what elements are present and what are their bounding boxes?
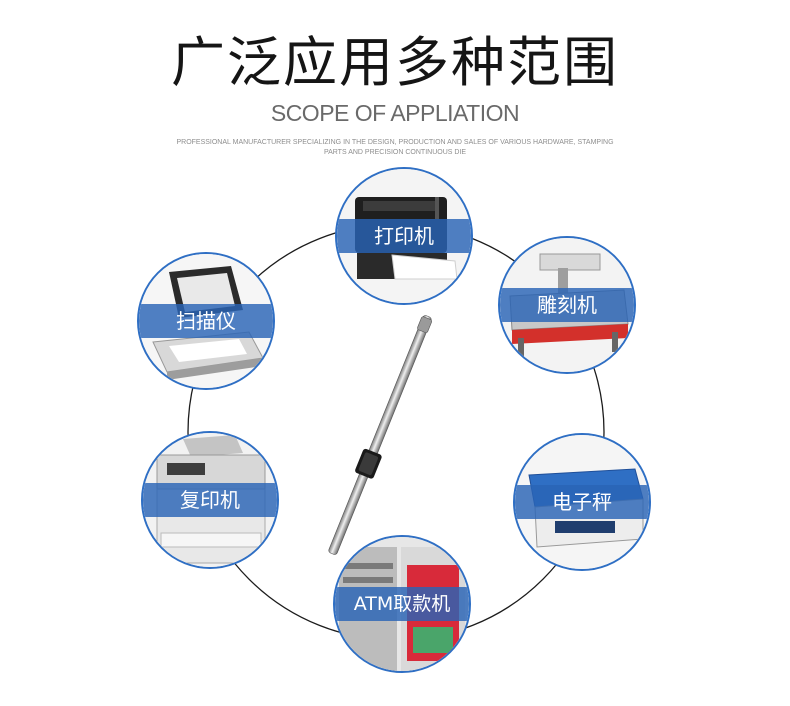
application-label: 复印机 (143, 483, 277, 517)
application-scanner[interactable]: 扫描仪 (137, 252, 275, 390)
application-label: 雕刻机 (500, 288, 634, 322)
application-label: ATM取款机 (335, 587, 469, 621)
application-label: 电子秤 (515, 485, 649, 519)
application-copier[interactable]: 复印机 (141, 431, 279, 569)
page-description: PROFESSIONAL MANUFACTURER SPECIALIZING I… (176, 139, 614, 156)
application-engraving-machine[interactable]: 雕刻机 (498, 236, 636, 374)
application-printer[interactable]: 打印机 (335, 167, 473, 305)
application-atm[interactable]: ATM取款机 (333, 535, 471, 673)
page-title: 广泛应用多种范围 (171, 31, 619, 94)
application-label: 打印机 (337, 219, 471, 253)
page-subtitle: SCOPE OF APPLIATION (270, 100, 520, 126)
shaft-rod-image (328, 315, 432, 555)
application-electronic-scale[interactable]: 电子秤 (513, 433, 651, 571)
application-label: 扫描仪 (139, 304, 273, 338)
